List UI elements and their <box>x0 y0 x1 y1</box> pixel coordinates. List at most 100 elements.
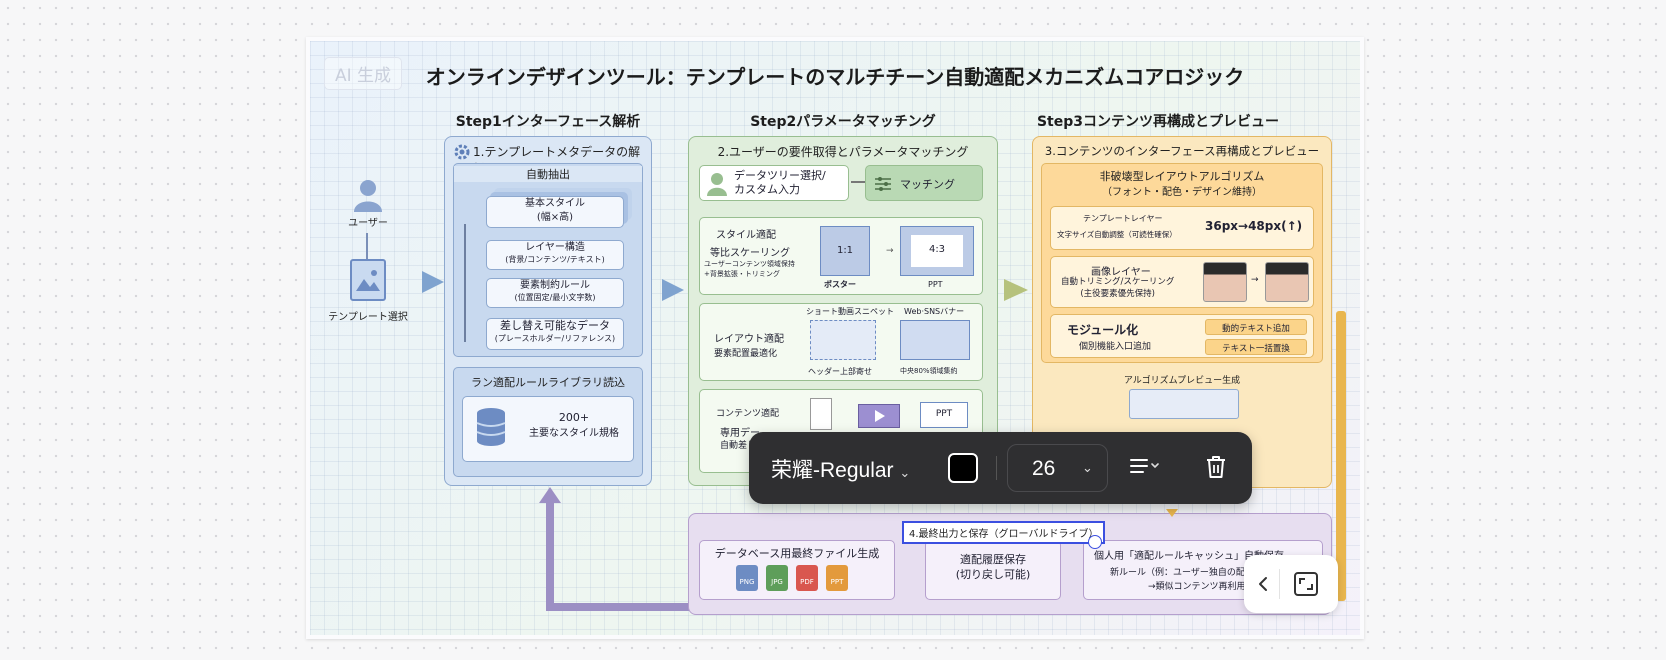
extract-item-title: 差し替え可能なデータ <box>500 319 610 332</box>
rule-library-box: 200+ 主要なスタイル規格 <box>462 396 634 462</box>
arrow-to-panel1 <box>422 271 444 293</box>
center-note: 中央80%領域集約 <box>900 367 958 375</box>
ai-generated-badge: AI 生成 <box>324 57 403 90</box>
module-box: モジュール化 個別機能入口追加 動的テキスト追加 テキスト一括置換 <box>1050 314 1314 358</box>
style-adapt-box: スタイル適配 等比スケーリング ユーザーコンテンツ領域保持 +背景拡張・トリミン… <box>699 217 983 295</box>
ratio-4-3-thumb: 4:3 <box>900 226 974 276</box>
history-box: 適配履歴保存 (切り戻し可能) <box>925 540 1061 600</box>
extract-item-replaceable-data: 差し替え可能なデータ (プレースホルダー/リファレンス) <box>486 318 624 350</box>
extract-item-basic-style: 基本スタイル (幅×高) <box>486 196 624 228</box>
font-size-change: 36px→48px(↑) <box>1205 219 1303 233</box>
gear-icon <box>454 144 470 160</box>
return-arrow-vertical <box>1336 311 1346 601</box>
panel-parameter-matching: 2.ユーザーの要件取得とパラメータマッチング データツリー選択/ カスタム入力 … <box>688 136 998 486</box>
algo-sub: （フォント・配色・デザイン維持） <box>1102 187 1262 198</box>
chevron-down-icon: ⌄ <box>1082 460 1093 475</box>
rule-library-desc: 主要なスタイル規格 <box>529 428 619 439</box>
png-file-icon: PNG <box>736 565 758 591</box>
selected-text-element[interactable]: 4.最終出力と保存（グローバルドライブ） <box>902 521 1106 544</box>
step2-title: Step2パラメータマッチング <box>750 114 936 130</box>
layout-adapt-sub: 要素配置最適化 <box>714 349 778 359</box>
text-layer-title: テンプレートレイヤー <box>1083 214 1163 223</box>
module-sub: 個別機能入口追加 <box>1079 342 1152 352</box>
font-size-select[interactable]: 26 ⌄ <box>1007 444 1108 492</box>
image-layer-sub: 自動トリミング/スケーリング (主役要素優先保持) <box>1061 277 1175 299</box>
data-select-box: データツリー選択/ カスタム入力 <box>699 165 849 201</box>
resize-handle[interactable] <box>1088 535 1102 549</box>
delete-button[interactable] <box>1204 454 1228 485</box>
extract-item-sub: (幅×高) <box>536 211 574 223</box>
style-adapt-note: ユーザーコンテンツ領域保持 +背景拡張・トリミング <box>704 260 795 278</box>
ppt-label: PPT <box>928 280 943 289</box>
matching-box: マッチング <box>865 165 983 201</box>
image-file-icon <box>350 259 386 301</box>
pdf-file-icon: PDF <box>796 565 818 591</box>
text-format-toolbar: 荣耀-Regular ⌄ 26 ⌄ <box>749 432 1252 504</box>
arrow-to-panel3 <box>1004 279 1028 301</box>
template-select-label: テンプレート選択 <box>328 312 408 323</box>
db-file-box: データベース用最終ファイル生成 PNG JPG PDF PPT <box>699 540 895 600</box>
header-note: ヘッダー上部寄せ <box>808 367 872 376</box>
video-thumb <box>858 404 900 428</box>
font-family-select[interactable]: 荣耀-Regular ⌄ <box>771 454 910 484</box>
user-down-arrow <box>366 233 368 259</box>
algo-title: 非破壊型レイアウトアルゴリズム <box>1099 170 1265 183</box>
ppt-file-icon: PPT <box>826 565 848 591</box>
step1-title: Step1インターフェース解析 <box>455 114 641 130</box>
rule-library-count: 200+ <box>558 411 590 424</box>
trash-icon <box>1207 456 1225 478</box>
infographic-title: オンラインデザインツール：テンプレートのマルチチーン自動適配メカニズムコアロジッ… <box>425 65 1245 89</box>
style-adapt-title: スタイル適配 <box>716 230 776 241</box>
sliders-icon <box>875 177 891 191</box>
arrow-icon: → <box>886 246 894 256</box>
connector-line <box>851 181 865 183</box>
layout-adapt-title: レイアウト適配 <box>714 334 784 345</box>
fit-screen-icon <box>1294 572 1318 596</box>
extract-item-sub: (プレースホルダー/リファレンス) <box>494 333 616 343</box>
db-file-title: データベース用最終ファイル生成 <box>714 547 880 560</box>
preview-thumb <box>1129 389 1239 419</box>
database-icon <box>476 408 506 446</box>
back-arrow-vertical <box>546 503 554 611</box>
extract-item-sub: (位置固定/最小文字数) <box>514 292 596 302</box>
module-title: モジュール化 <box>1067 323 1139 337</box>
step3-title: Step3コンテンツ再構成とプレビュー <box>1036 114 1280 130</box>
toolbar-divider <box>996 456 997 480</box>
short-video-label: ショート動画スニペット <box>806 307 894 316</box>
personal-cache-title: 個人用「適配ルールキャッシュ」自動保存 <box>1094 551 1284 562</box>
extract-item-sub: (背景/コンテンツ/テキスト) <box>505 254 605 264</box>
ppt-thumb: PPT <box>920 402 968 428</box>
image-layer-title: 画像レイヤー <box>1091 267 1151 278</box>
rule-library-title: ラン適配ルールライブラリ読込 <box>471 376 625 389</box>
arrow-to-panel2 <box>662 279 684 301</box>
rule-library-group: ラン適配ルールライブラリ読込 200+ 主要なスタイル規格 <box>453 367 643 477</box>
portrait-before-image <box>1203 262 1247 302</box>
short-video-thumb <box>810 320 876 360</box>
layout-adapt-box: レイアウト適配 要素配置最適化 ショート動画スニペット Web·SNSバナー ヘ… <box>699 303 983 381</box>
auto-extract-group: 自動抽出 基本スタイル (幅×高) レイヤー構造 (背景/コンテンツ/テキスト)… <box>453 163 643 357</box>
align-lines-icon <box>1130 459 1159 473</box>
extract-item-title: レイヤー構造 <box>525 242 585 253</box>
qr-thumb <box>810 398 832 430</box>
text-align-button[interactable] <box>1129 456 1161 481</box>
font-family-value: 荣耀-Regular <box>771 459 894 482</box>
canvas-controls <box>1244 555 1338 613</box>
chevron-down-icon: ⌄ <box>899 465 911 480</box>
panel-content-reconstruct: 3.コンテンツのインターフェース再構成とプレビュー 非破壊型レイアウトアルゴリズ… <box>1032 136 1332 488</box>
auto-extract-label: 自動抽出 <box>454 166 642 182</box>
panel3-title: 3.コンテンツのインターフェース再構成とプレビュー <box>1044 144 1320 158</box>
ratio-4-3-label: 4:3 <box>911 235 963 267</box>
content-adapt-title: コンテンツ適配 <box>716 409 780 419</box>
text-layer-sub: 文字サイズ自動調整（可読性確保） <box>1057 230 1177 239</box>
text-color-swatch[interactable] <box>948 453 978 483</box>
panel2-title: 2.ユーザーの要件取得とパラメータマッチング <box>717 145 969 159</box>
back-arrow-horizontal <box>546 603 692 611</box>
back-button[interactable] <box>1256 574 1272 598</box>
infographic-canvas[interactable]: AI 生成 オンラインデザインツール：テンプレートのマルチチーン自動適配メカニズ… <box>306 37 1364 639</box>
banner-thumb <box>900 320 970 360</box>
fit-screen-button[interactable] <box>1292 570 1320 602</box>
content-adapt-sub2: 自動差し <box>720 441 757 451</box>
ratio-1-1-thumb: 1:1 <box>820 226 870 276</box>
arrow-icon: → <box>1251 275 1259 285</box>
user-icon <box>707 173 727 196</box>
